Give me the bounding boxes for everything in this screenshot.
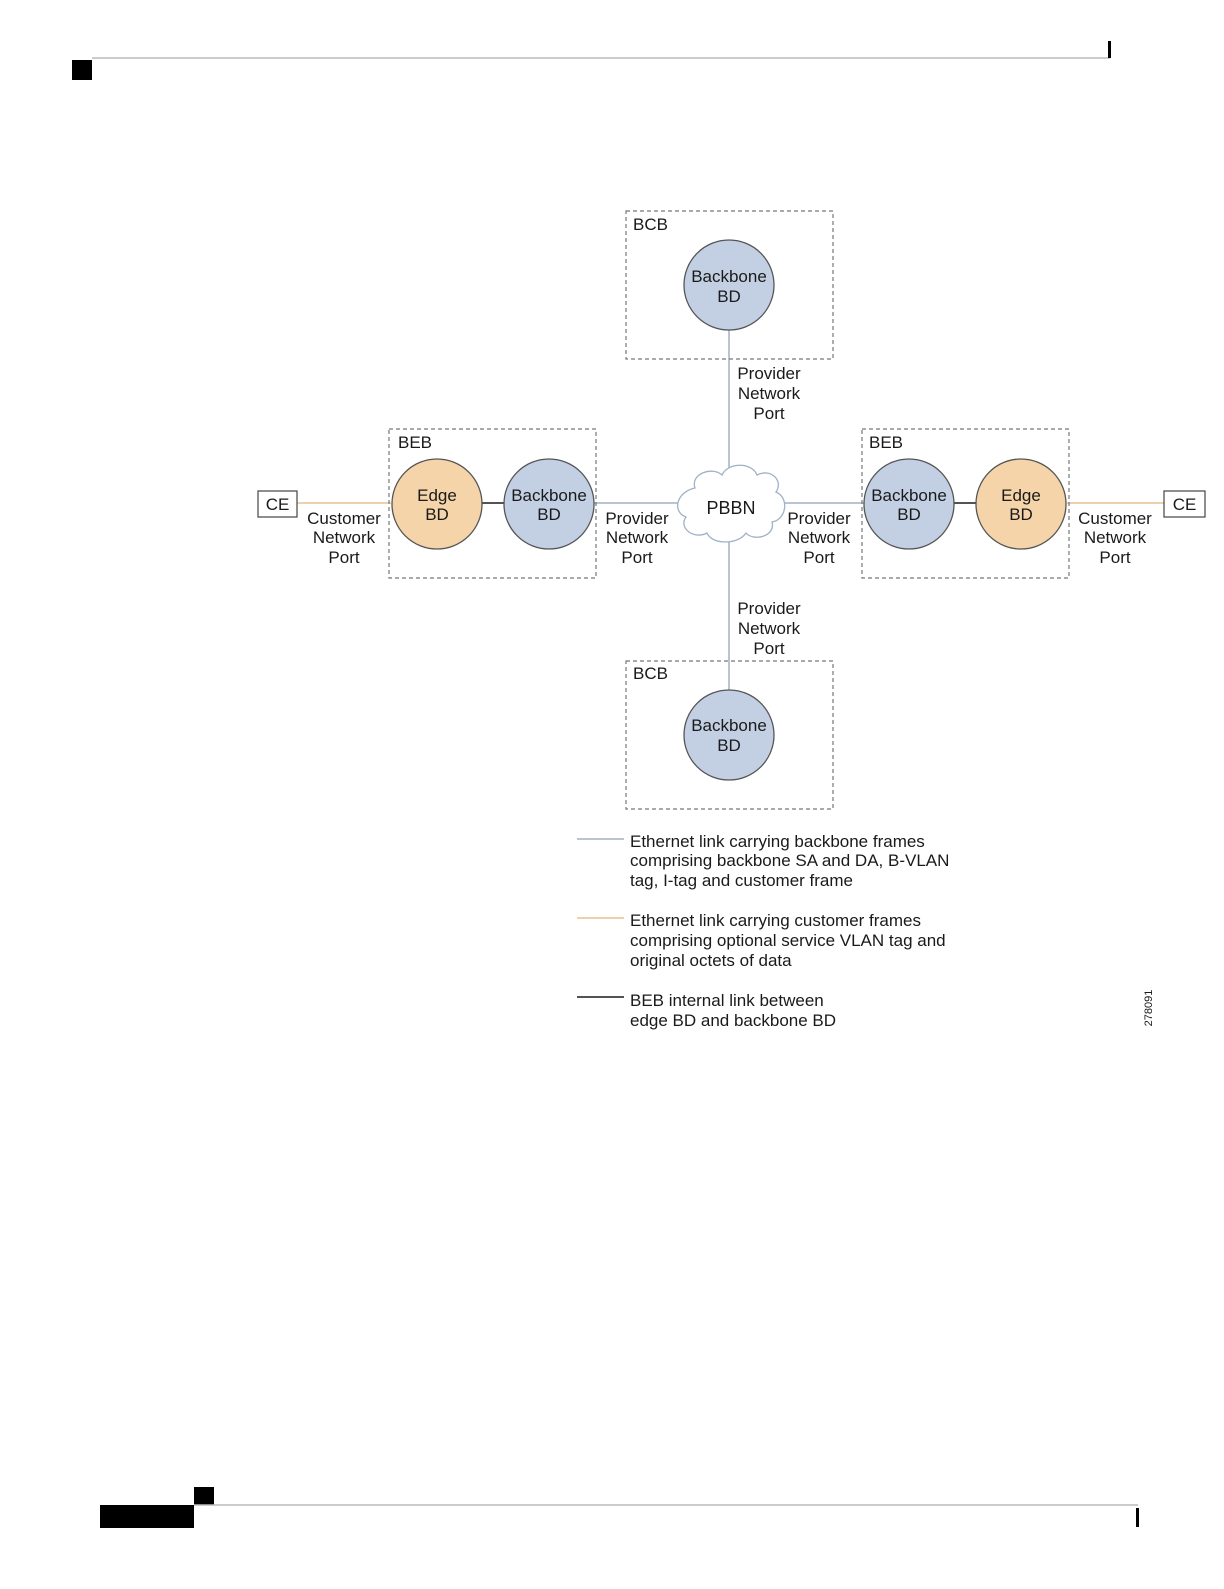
port-label-line: Provider [737,364,801,383]
legend-item-customer: Ethernet link carrying customer frames c… [577,911,946,970]
ce-right-box [1163,490,1206,518]
bcb-top-label: BCB [633,215,668,234]
port-label-line: Network [606,528,669,547]
bcb-top-node-line1: Backbone [691,267,767,286]
beb-right-box [861,428,1070,579]
port-label-line: Port [803,548,834,567]
ce-left-box [257,490,298,518]
pbbn-label: PBBN [706,498,755,518]
footer-tab-block [100,1505,194,1528]
port-label-line: Provider [787,509,851,528]
legend-text-line: comprising optional service VLAN tag and [630,931,946,950]
bcb-bottom: BCB Backbone BD [625,660,834,810]
port-label-line: Network [788,528,851,547]
legend-item-backbone: Ethernet link carrying backbone frames c… [577,832,949,890]
links [297,330,1164,690]
port-label-line: Customer [1078,509,1152,528]
page-footer [100,1487,1139,1528]
port-label-line: Network [313,528,376,547]
beb-left-backbone-bd-node [503,458,595,550]
beb-right-label: BEB [869,433,903,452]
port-label-line: Network [738,619,801,638]
ce-right: CE [1163,490,1206,518]
beb-left-backbone-line1: Backbone [511,486,587,505]
port-label-line: Port [753,404,784,423]
port-label-line: Network [738,384,801,403]
port-label-provider-bottom: Provider Network Port [737,599,801,658]
beb-right-edge-line1: Edge [1001,486,1041,505]
port-label-line: Port [753,639,784,658]
legend-text-line: edge BD and backbone BD [630,1011,836,1030]
pbbn-cloud-shape [677,464,786,543]
port-label-line: Customer [307,509,381,528]
beb-left-edge-line2: BD [425,505,449,524]
ce-right-label: CE [1173,495,1197,514]
pbbn-cloud: PBBN [677,464,786,543]
beb-left-backbone-line2: BD [537,505,561,524]
bcb-bottom-backbone-bd-node [683,689,775,781]
bcb-bottom-node-line1: Backbone [691,716,767,735]
beb-right-backbone-bd-node [863,458,955,550]
beb-left: BEB Edge BD Backbone BD [388,428,597,579]
port-label-customer-right: Customer Network Port [1078,509,1152,567]
port-label-line: Provider [605,509,669,528]
port-label-line: Port [328,548,359,567]
port-label-line: Provider [737,599,801,618]
beb-right-backbone-line2: BD [897,505,921,524]
bcb-top: BCB Backbone BD [625,210,834,360]
legend-text-line: BEB internal link between [630,991,824,1010]
footer-tab-marker [194,1487,214,1505]
beb-right: BEB Backbone BD Edge BD [861,428,1070,579]
port-label-line: Network [1084,528,1147,547]
beb-left-label: BEB [398,433,432,452]
header-tab-marker [72,60,92,80]
port-label-line: Port [621,548,652,567]
beb-right-backbone-line1: Backbone [871,486,947,505]
beb-right-edge-line2: BD [1009,505,1033,524]
port-label-customer-left: Customer Network Port [307,509,381,567]
legend-item-internal: BEB internal link between edge BD and ba… [577,991,836,1030]
legend-text-line: Ethernet link carrying backbone frames [630,832,925,851]
bcb-bottom-node-line2: BD [717,736,741,755]
legend-text-line: Ethernet link carrying customer frames [630,911,921,930]
beb-left-edge-bd-node [391,458,483,550]
footer-right-tick [1136,1508,1139,1527]
port-label-provider-left: Provider Network Port [605,509,669,567]
ce-left: CE [257,490,298,518]
beb-right-edge-bd-node [975,458,1067,550]
port-label-line: Port [1099,548,1130,567]
bcb-bottom-box [625,660,834,810]
legend-text-line: comprising backbone SA and DA, B-VLAN [630,851,949,870]
bcb-top-backbone-bd-node [683,239,775,331]
legend-text-line: original octets of data [630,951,792,970]
legend: Ethernet link carrying backbone frames c… [577,832,949,1030]
beb-left-edge-line1: Edge [417,486,457,505]
bcb-top-node-line2: BD [717,287,741,306]
port-labels: Customer Network Port Customer Network P… [307,364,1152,658]
figure-id: 278091 [1143,990,1155,1027]
beb-left-box [388,428,597,579]
port-label-provider-right: Provider Network Port [787,509,851,567]
header-right-tick [1108,41,1111,58]
page-header [72,41,1111,80]
bcb-top-box [625,210,834,360]
bcb-bottom-label: BCB [633,664,668,683]
ce-left-label: CE [266,495,290,514]
legend-text-line: tag, I-tag and customer frame [630,871,853,890]
port-label-provider-top: Provider Network Port [737,364,801,423]
